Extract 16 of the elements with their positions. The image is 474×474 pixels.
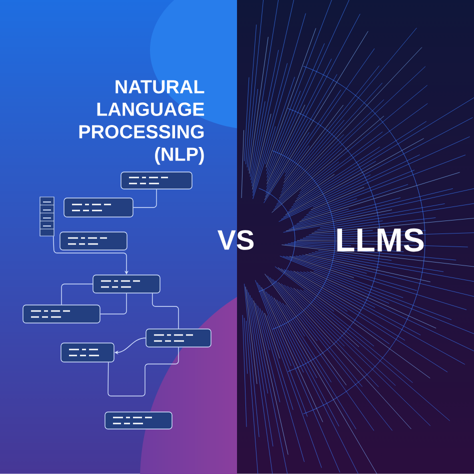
flowchart-box (60, 232, 128, 250)
flowchart-box (64, 198, 134, 218)
flowchart-box (146, 328, 212, 348)
connector-line (108, 347, 179, 396)
connector-line (133, 189, 157, 208)
connector-line (100, 293, 127, 314)
flowchart-box (104, 412, 172, 430)
heading: LLMS (337, 228, 424, 252)
flowchart-box (60, 342, 114, 362)
flowchart-box (120, 172, 192, 190)
connector-line (61, 284, 93, 305)
connector-line (152, 293, 179, 329)
flowchart-box (92, 274, 160, 294)
server-icon (40, 196, 54, 236)
flowchart-box (22, 304, 100, 324)
heading: NATURAL LANGUAGE PROCESSING (NLP) (79, 80, 204, 165)
